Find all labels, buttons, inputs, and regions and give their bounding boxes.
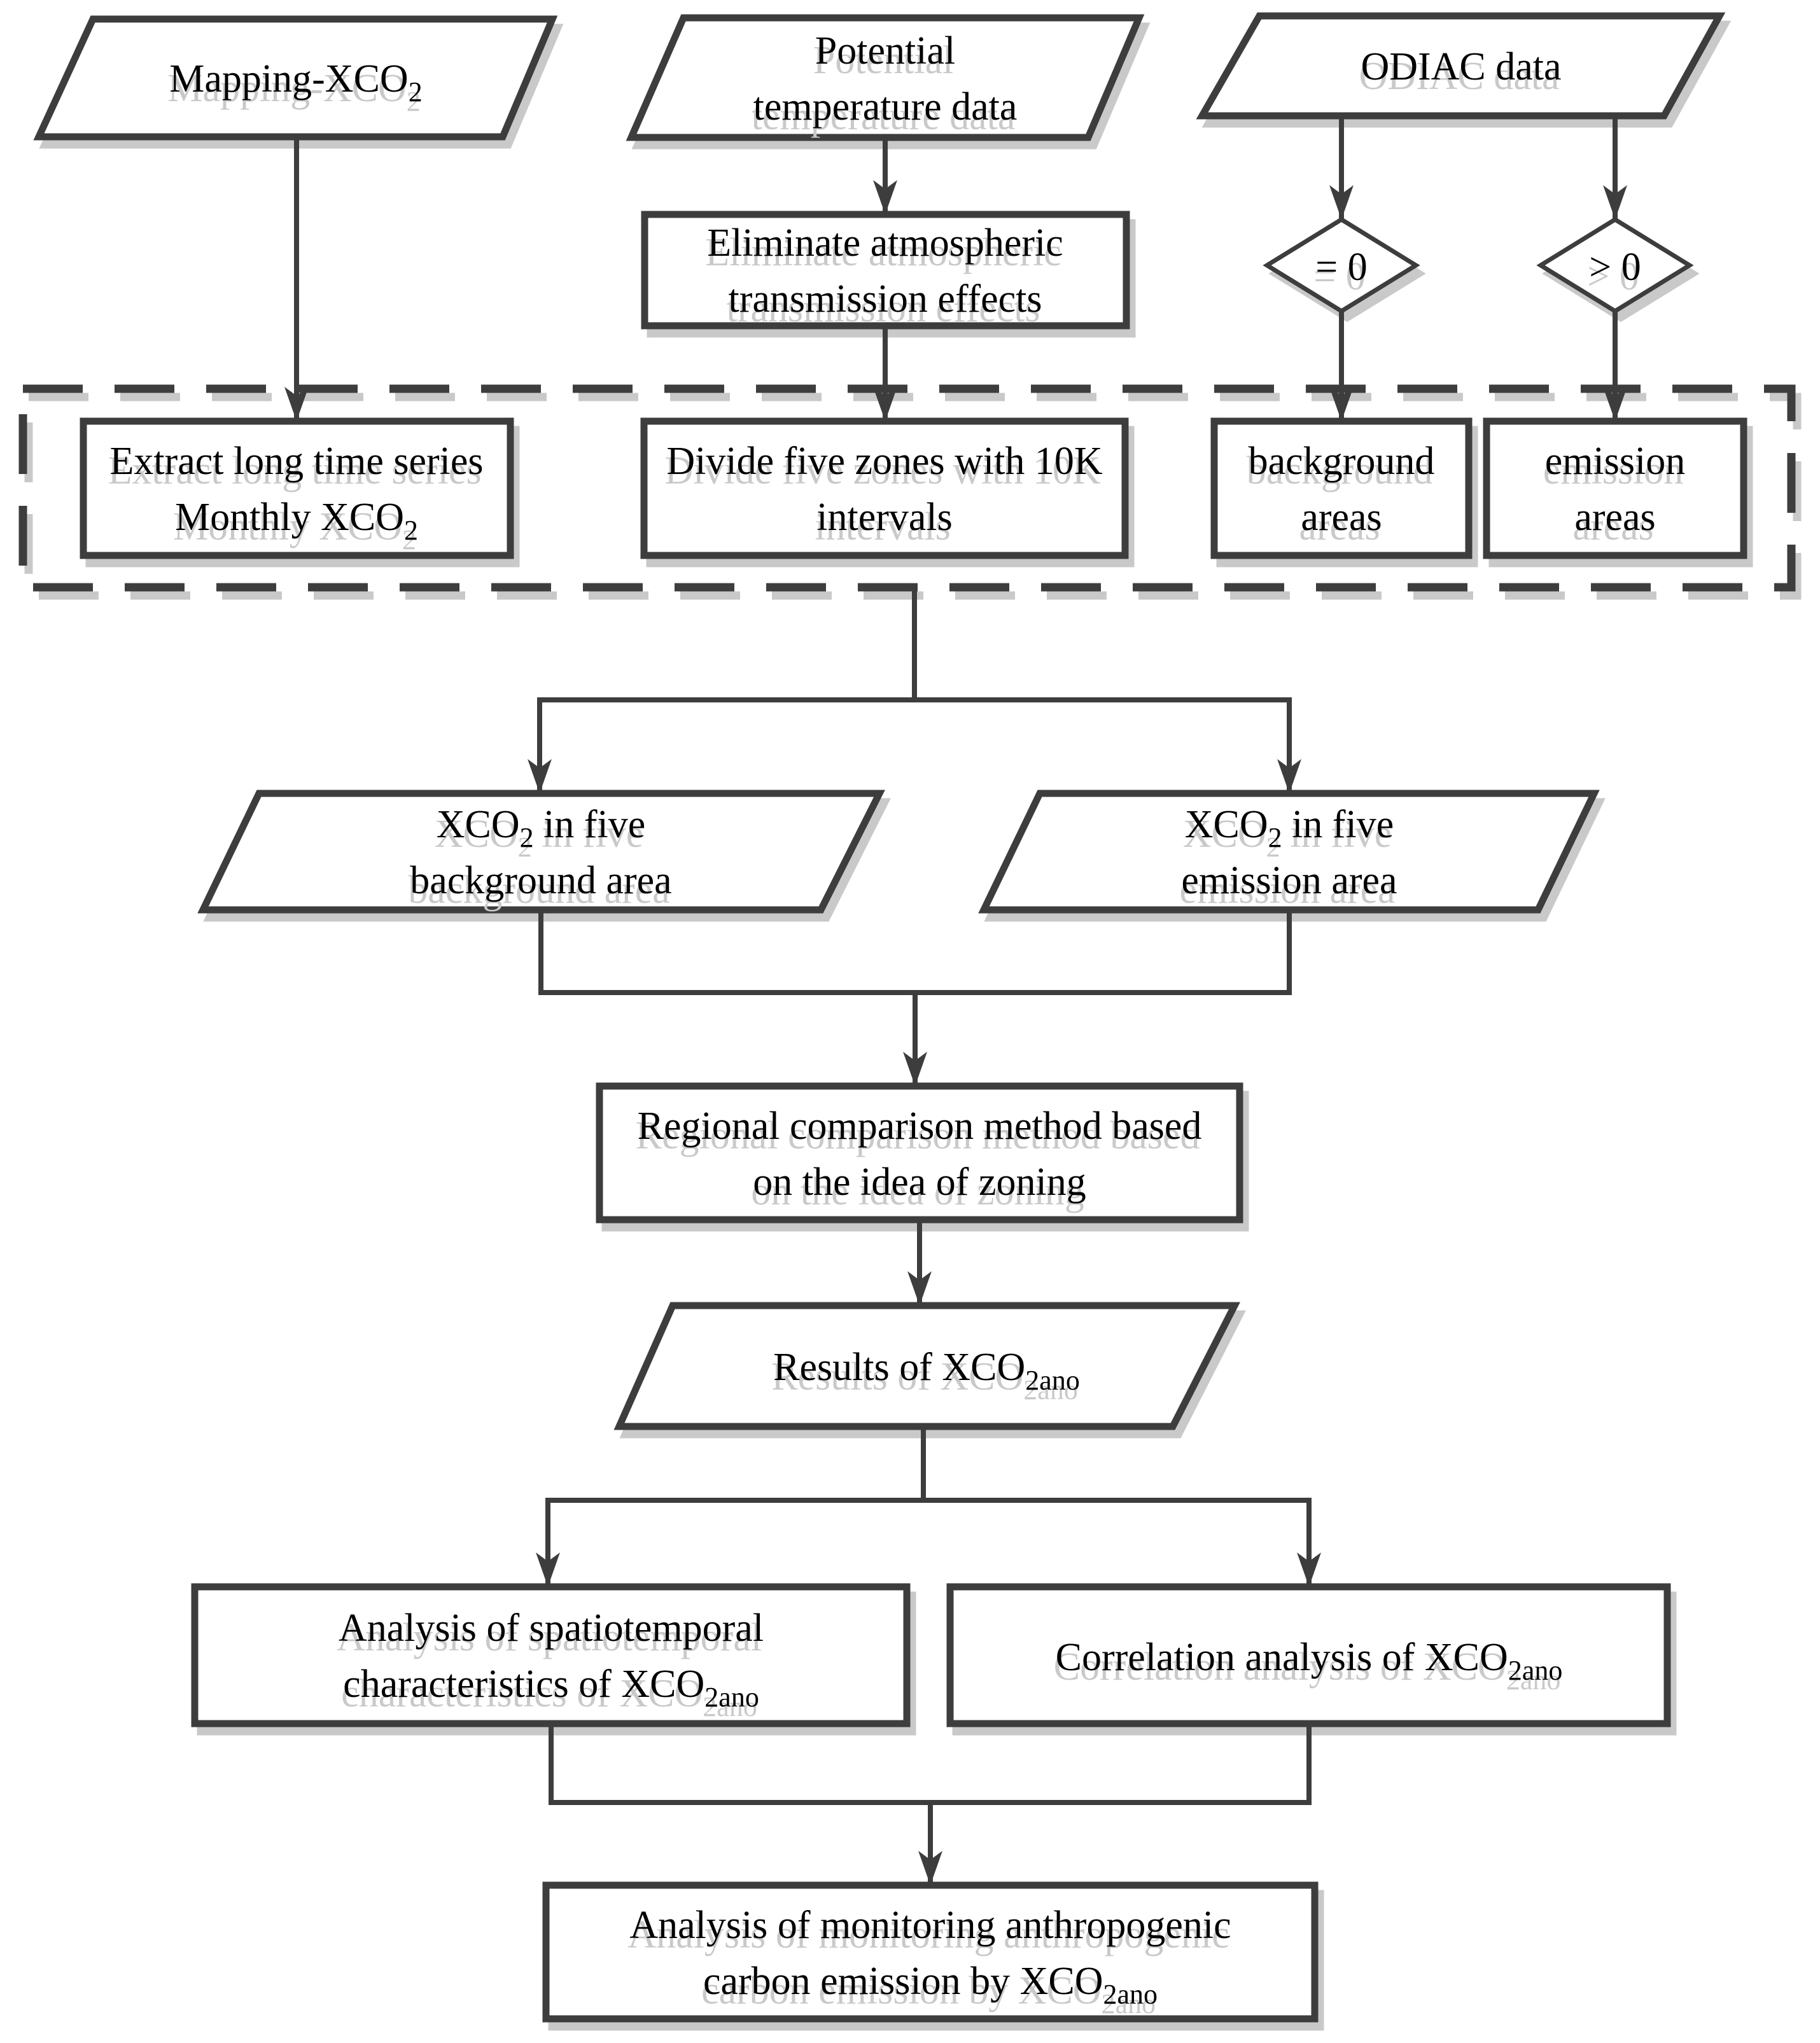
divide-zones-node: [640, 417, 1129, 559]
eliminate-effects-node: [641, 211, 1130, 330]
xco2-background-node: [197, 790, 885, 914]
regional-comparison-node: [596, 1082, 1243, 1224]
mapping-xco2-node: [33, 15, 558, 141]
connector-parallelogram-merge: [538, 910, 1292, 995]
greater-zero-label: > 0: [1589, 246, 1641, 289]
results-label: Results of XCO2ano: [773, 1346, 1080, 1396]
equals-zero-diamond: [1263, 216, 1420, 314]
mapping-xco2-label: Mapping-XCO2: [169, 57, 422, 108]
spatiotemporal-analysis-node: [191, 1583, 911, 1727]
greater-zero-diamond: [1536, 216, 1694, 314]
background-areas-node: [1210, 417, 1473, 559]
results-node: [613, 1302, 1240, 1430]
correlation-analysis-node: [946, 1583, 1671, 1727]
potential-temperature-node: [626, 14, 1145, 141]
correlation-analysis-label: Correlation analysis of XCO2ano: [1056, 1636, 1563, 1686]
final-analysis-node: [542, 1881, 1319, 2023]
odiac-data-node: [1196, 12, 1726, 120]
connector-results-split: [545, 1498, 1312, 1587]
connector-layer: [284, 116, 1627, 1885]
emission-areas-node: [1483, 417, 1747, 559]
xco2-emission-node: [978, 790, 1600, 914]
connector-zoning-split: [537, 697, 1292, 793]
zoning-dashed-region: [18, 384, 1796, 592]
odiac-data-label: ODIAC data: [1361, 45, 1561, 88]
connector-analysis-merge: [549, 1724, 1312, 1805]
shape-layer: [18, 12, 1796, 2023]
extract-series-node: [80, 417, 514, 559]
equals-zero-label: = 0: [1315, 246, 1367, 289]
